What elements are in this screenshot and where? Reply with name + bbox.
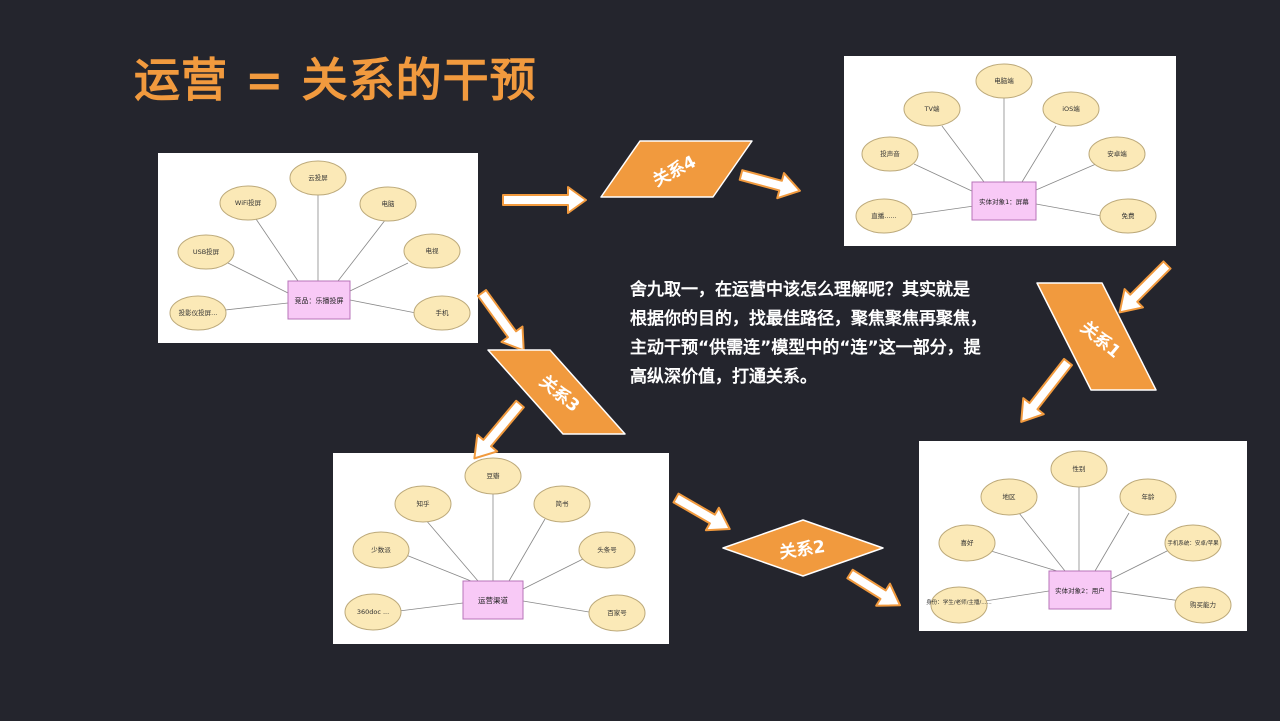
arrow xyxy=(473,399,525,460)
arrow xyxy=(1118,260,1172,314)
body-line: 高纵深价值，打通关系。 xyxy=(630,367,817,387)
body-line: 舍九取一，在运营中该怎么理解呢？其实就是 xyxy=(630,280,970,300)
node-ellipse xyxy=(1164,524,1222,562)
node-ellipse xyxy=(403,233,461,269)
node-label: 身份：学生/老师/主播/...... xyxy=(926,598,992,606)
node-label: TV端 xyxy=(924,104,940,113)
node-label: 地区 xyxy=(1003,492,1017,501)
arrow xyxy=(1020,357,1073,423)
node-label: 360doc ... xyxy=(357,608,389,616)
node-ellipse xyxy=(169,295,227,331)
node-label: 性别 xyxy=(1073,464,1086,473)
arrow xyxy=(672,492,731,532)
node-label: 电视 xyxy=(426,246,440,255)
node-label: 简书 xyxy=(556,499,570,508)
node-label: 投影仪投屏... xyxy=(179,308,218,317)
node-label: 百家号 xyxy=(607,608,627,617)
node-ellipse xyxy=(938,524,996,562)
node-label: 豆瓣 xyxy=(487,471,501,480)
arrow xyxy=(738,169,801,200)
node-ellipse xyxy=(1099,198,1157,234)
node-ellipse xyxy=(464,457,522,495)
node-ellipse xyxy=(177,234,235,270)
slide-title: 运营 = 关系的干预 xyxy=(134,53,537,107)
body-text: 舍九取一，在运营中该怎么理解呢？其实就是 根据你的目的，找最佳路径，聚焦聚焦再聚… xyxy=(630,276,1030,392)
diagram-screen: 直播...... 投声音 TV端 电脑端 iOS端 安卓端 免费 实体对象1：屏… xyxy=(844,56,1176,246)
node-ellipse xyxy=(930,586,988,624)
node-label: 知乎 xyxy=(417,499,431,508)
diagram-user: 身份：学生/老师/主播/...... 喜好 地区 性别 年龄 手机系统：安卓/苹… xyxy=(919,441,1247,631)
center-label: 实体对象1：屏幕 xyxy=(979,197,1029,206)
node-label: 购买能力 xyxy=(1190,600,1216,609)
node-ellipse xyxy=(1119,478,1177,516)
node-ellipse xyxy=(1050,450,1108,488)
center-label: 实体对象2：用户 xyxy=(1055,586,1105,595)
node-ellipse xyxy=(394,485,452,523)
node-ellipse xyxy=(533,485,591,523)
relation-diamond xyxy=(1036,282,1157,391)
node-label: 年龄 xyxy=(1142,492,1156,501)
node-ellipse xyxy=(903,91,961,127)
node-ellipse xyxy=(1174,586,1232,624)
node-label: 安卓端 xyxy=(1107,149,1127,158)
body-line: 主动干预“供需连”模型中的“连”这一部分，提 xyxy=(630,338,981,358)
node-ellipse xyxy=(352,531,410,569)
node-label: WiFi投屏 xyxy=(235,198,262,207)
arrow xyxy=(476,289,525,352)
node-label: iOS端 xyxy=(1062,104,1080,113)
node-ellipse xyxy=(855,198,913,234)
relation-diamond xyxy=(722,519,884,577)
center-box xyxy=(462,580,524,620)
node-label: USB投屏 xyxy=(193,247,220,256)
node-label: 直播...... xyxy=(871,211,896,220)
node-label: 云投屏 xyxy=(308,173,328,182)
node-ellipse xyxy=(975,63,1033,99)
relation-diamond xyxy=(600,140,753,198)
node-ellipse xyxy=(588,594,646,632)
node-ellipse xyxy=(1088,136,1146,172)
relation-diamond xyxy=(487,349,626,435)
center-box xyxy=(287,280,351,320)
diagram-product: 投影仪投屏... USB投屏 WiFi投屏 云投屏 电脑 电视 手机 竞品：乐播… xyxy=(158,153,478,343)
node-ellipse xyxy=(289,160,347,196)
node-ellipse xyxy=(219,185,277,221)
node-ellipse xyxy=(413,295,471,331)
node-label: 喜好 xyxy=(961,538,975,547)
node-ellipse xyxy=(344,593,402,631)
node-ellipse xyxy=(359,186,417,222)
node-label: 手机系统：安卓/苹果 xyxy=(1167,539,1219,547)
center-box xyxy=(1048,570,1112,610)
node-label: 电脑 xyxy=(382,199,396,208)
node-label: 免费 xyxy=(1122,211,1136,220)
node-label: 少数派 xyxy=(371,545,391,554)
center-box xyxy=(971,181,1037,221)
node-label: 手机 xyxy=(436,308,450,317)
node-ellipse xyxy=(980,478,1038,516)
node-label: 电脑端 xyxy=(994,76,1014,85)
arrow xyxy=(502,186,587,214)
diagram-channel: 360doc ... 少数派 知乎 豆瓣 简书 头条号 百家号 运营渠道 xyxy=(333,453,669,644)
node-label: 投声音 xyxy=(880,149,900,158)
body-line: 根据你的目的，找最佳路径，聚焦聚焦再聚焦， xyxy=(630,309,987,329)
node-ellipse xyxy=(861,136,919,172)
center-label: 运营渠道 xyxy=(478,595,508,605)
arrow xyxy=(846,568,902,607)
node-ellipse xyxy=(578,531,636,569)
node-label: 头条号 xyxy=(597,545,617,554)
center-label: 竞品：乐播投屏 xyxy=(295,296,344,305)
node-ellipse xyxy=(1042,91,1100,127)
